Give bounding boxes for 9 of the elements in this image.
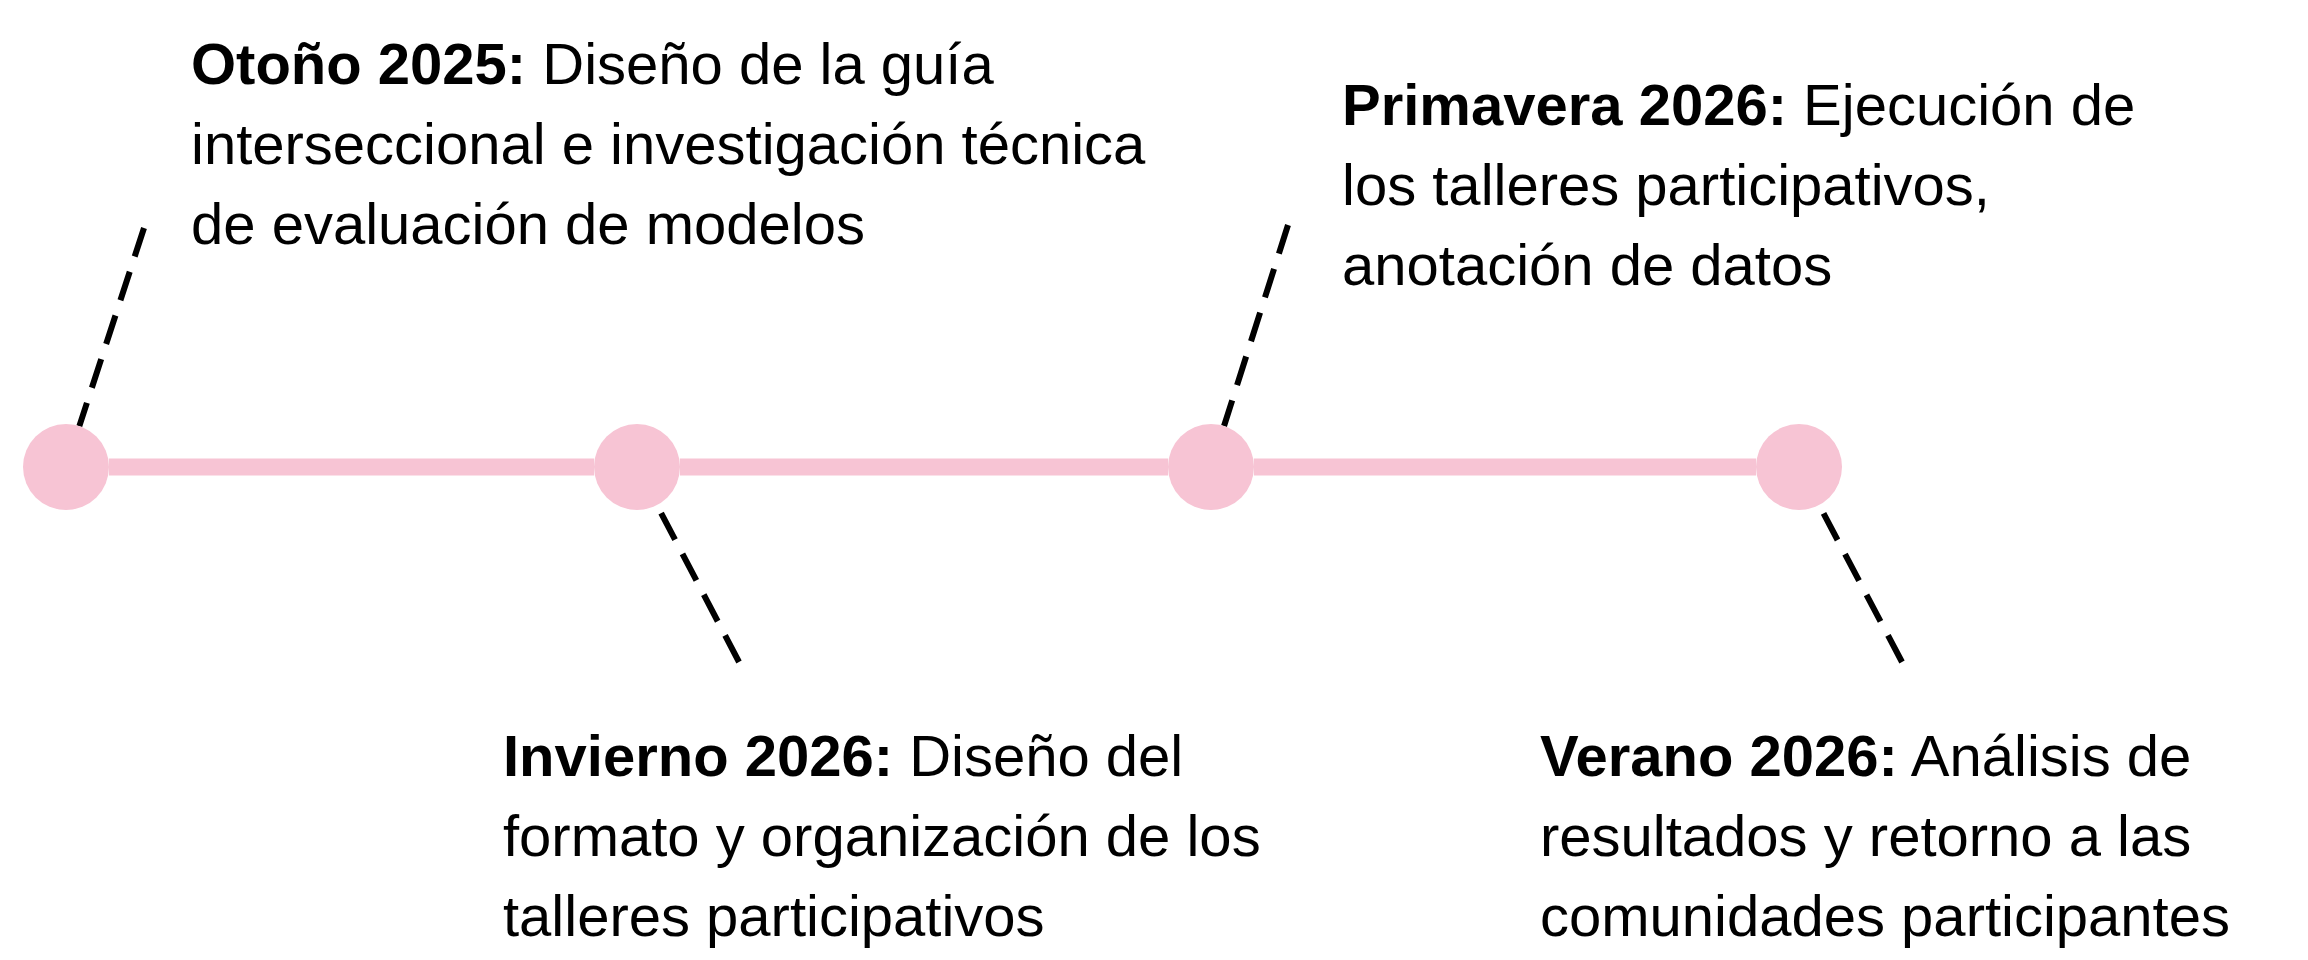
leader-line bbox=[1221, 224, 1291, 427]
leader-line bbox=[76, 227, 147, 428]
timeline-bar bbox=[1254, 458, 1756, 476]
milestone-text: Otoño 2025: Diseño de la guía interseccional e investigación técnica de evaluación de modelos bbox=[191, 30, 1147, 258]
timeline-bar bbox=[109, 458, 594, 476]
timeline-bar bbox=[680, 458, 1168, 476]
milestone-text: Verano 2026: Análisis de resultados y retorno a las comunidades participantes bbox=[1540, 722, 2231, 950]
milestone-text: Primavera 2026: Ejecución de los talleres participativos, anotación de datos bbox=[1342, 71, 2137, 299]
milestone-text: Invierno 2026: Diseño del formato y organización de los talleres participativos bbox=[503, 722, 1262, 950]
